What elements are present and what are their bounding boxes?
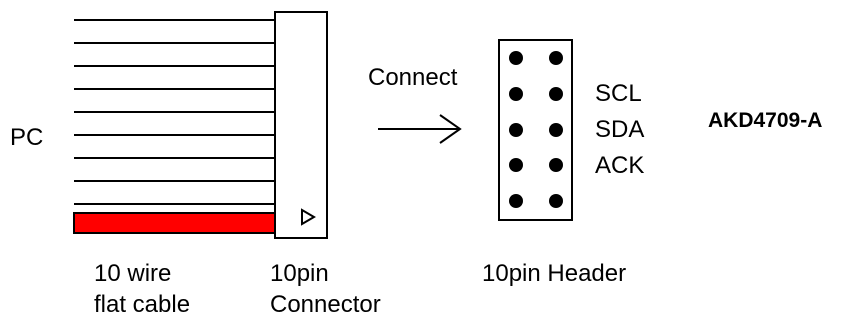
header-pin [509, 87, 523, 101]
header-pin [549, 87, 563, 101]
connector-label-line1: 10pin [270, 260, 329, 287]
signal-label-sda: SDA [595, 116, 645, 143]
board-name: AKD4709-A [708, 109, 823, 132]
connect-label: Connect [368, 64, 458, 91]
pin-header [498, 39, 573, 221]
signal-label-ack: ACK [595, 152, 645, 179]
connector [274, 11, 328, 239]
cable-label-line2: flat cable [94, 291, 191, 318]
cable-label-line1: 10 wire [94, 260, 172, 287]
flat-cable [73, 19, 276, 234]
connect-arrow-icon [378, 114, 462, 144]
header-pin [509, 123, 523, 137]
header-pin [549, 158, 563, 172]
pc-label: PC [10, 124, 44, 151]
connector-body [274, 11, 328, 239]
pin1-marker-icon [301, 208, 316, 226]
cable-wire-10-red [73, 212, 276, 234]
header-pin [509, 51, 523, 65]
signal-label-scl: SCL [595, 80, 642, 107]
header-pin [509, 158, 523, 172]
header-caption: 10pin Header [482, 260, 627, 287]
header-pin [549, 123, 563, 137]
header-pin [549, 194, 563, 208]
header-pin [509, 194, 523, 208]
connector-label-line2: Connector [270, 291, 381, 318]
header-pin [549, 51, 563, 65]
